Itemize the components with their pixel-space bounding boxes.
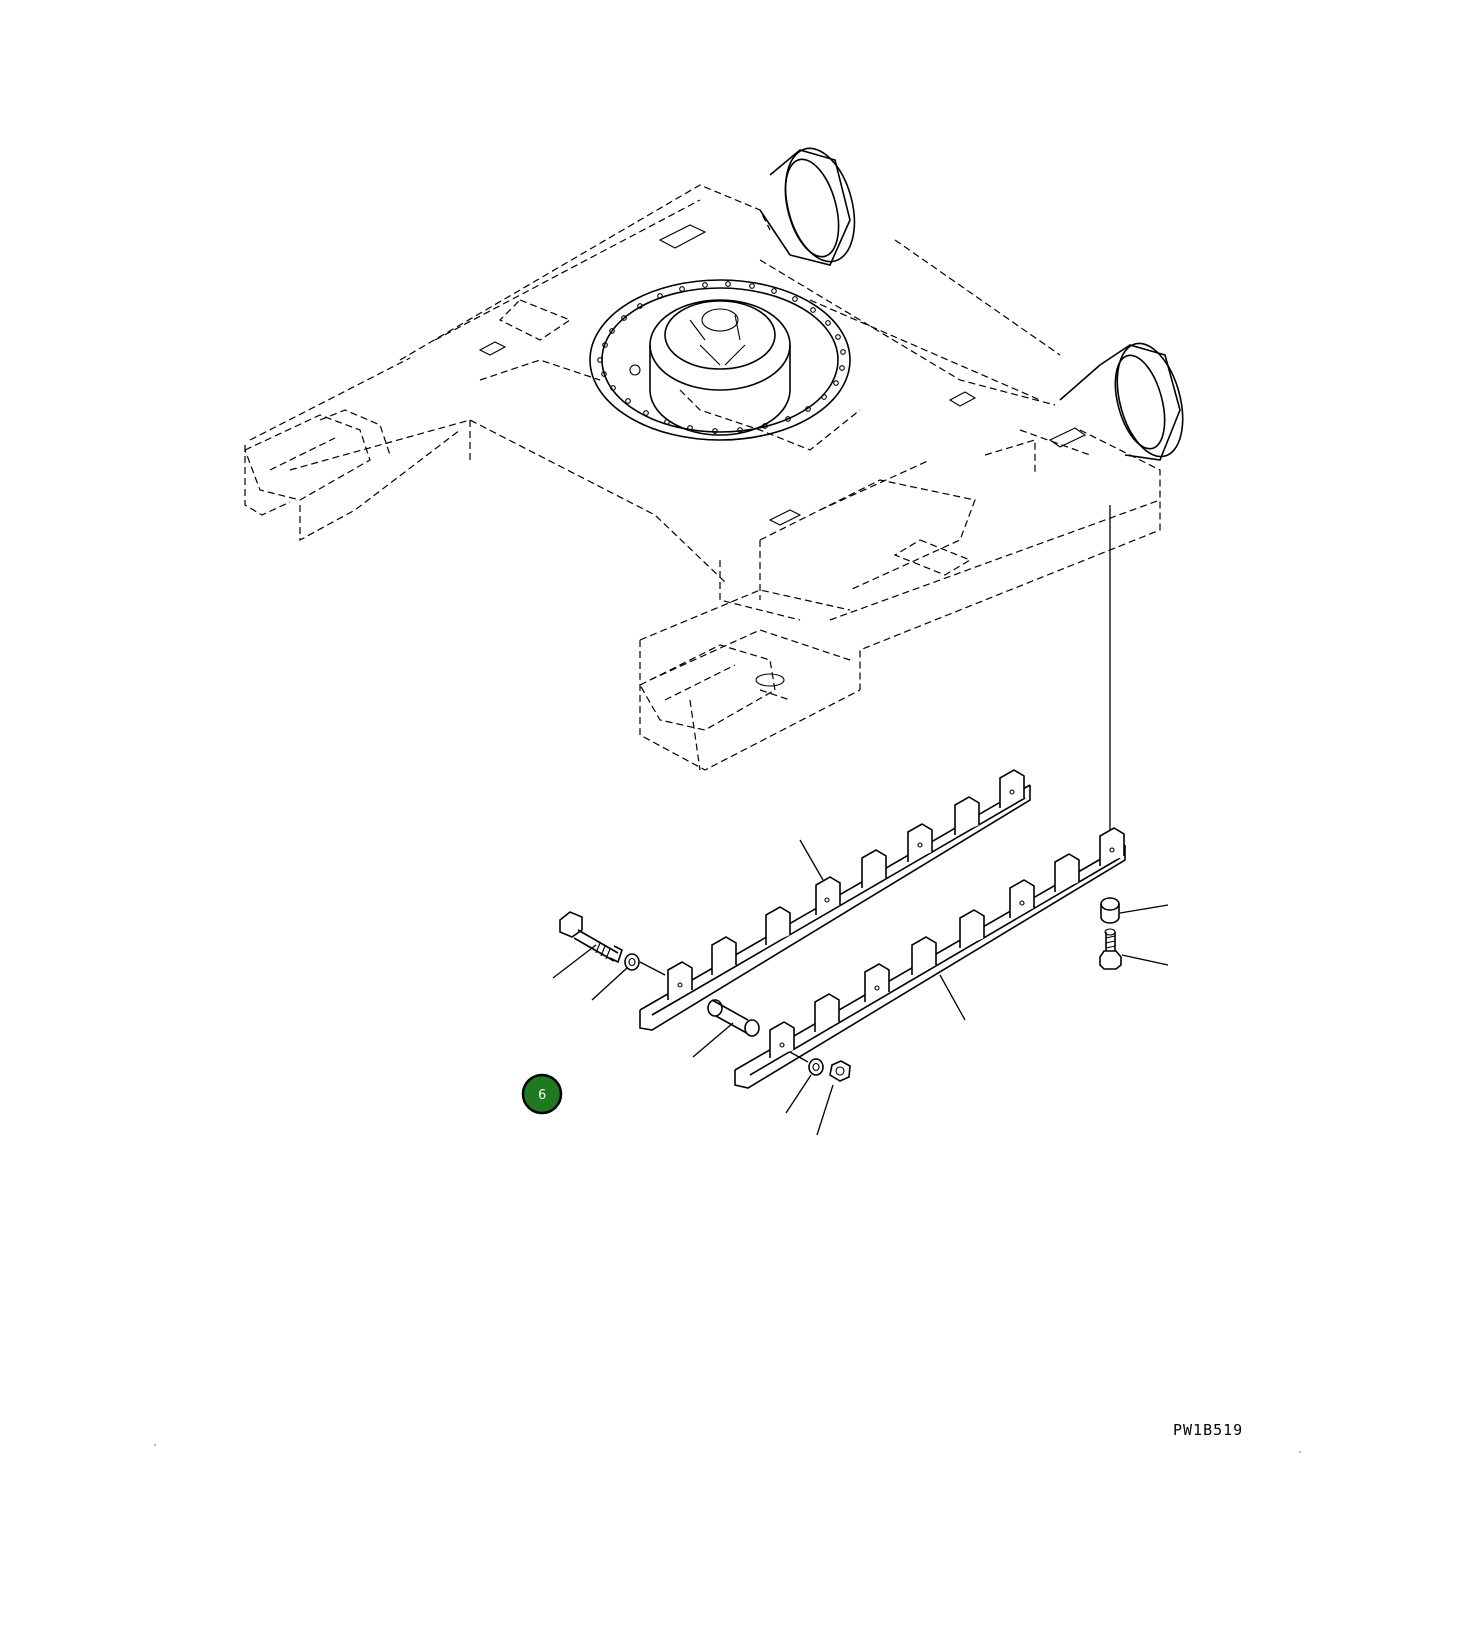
spacer-pipe-leader: [692, 1022, 734, 1058]
bushing-leader: [1119, 904, 1169, 914]
nut: [829, 1060, 851, 1082]
washer-lower: [808, 1058, 824, 1076]
rear-drive-housing: [759, 147, 856, 266]
washer-upper: [624, 953, 640, 971]
spacer-pipe: [707, 999, 760, 1037]
callout-circle[interactable]: [521, 1073, 563, 1115]
speck-right: [1299, 1451, 1301, 1453]
track-frame: [244, 147, 1184, 771]
washer-lower-leader: [785, 1074, 812, 1114]
nut-leader: [816, 1084, 834, 1136]
callout-marker[interactable]: 6: [521, 1073, 563, 1115]
long-bolt: [559, 911, 623, 964]
bolt-to-rail-line: [639, 961, 666, 976]
ring-bolt-holes: [597, 281, 846, 434]
front-drive-housing: [1059, 342, 1184, 461]
upper-guard-leader: [799, 839, 824, 881]
short-bolt-leader: [1121, 954, 1169, 966]
short-bolt: [1099, 928, 1122, 970]
washer-upper-leader: [591, 967, 628, 1001]
bushing: [1100, 897, 1120, 924]
washer-to-rail-line: [789, 1051, 809, 1063]
long-bolt-leader: [552, 944, 597, 979]
track-guard-lower: [734, 827, 1126, 1089]
speck-left: [154, 1444, 156, 1446]
callout-number[interactable]: 6: [538, 1088, 546, 1103]
lower-guard-leader: [939, 974, 966, 1021]
drawing-code: PW1B519: [1173, 1421, 1244, 1439]
track-guard-upper: [639, 769, 1031, 1031]
